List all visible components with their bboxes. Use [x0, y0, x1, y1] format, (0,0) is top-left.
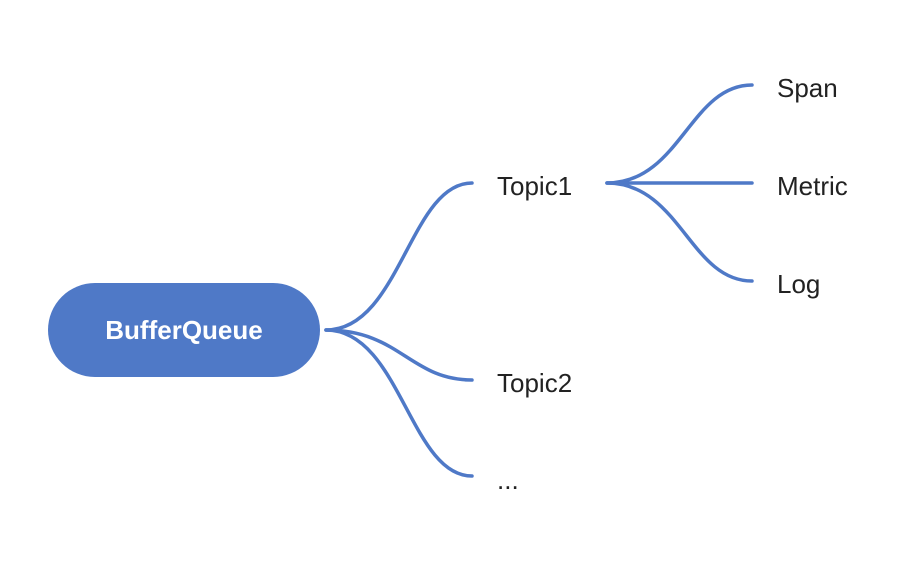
connector-topic1-log [605, 181, 754, 283]
metric-node: Metric [777, 171, 848, 201]
topic1-node: Topic1 [497, 171, 573, 201]
connector-root-topic1 [324, 181, 474, 332]
topic2-node: Topic2 [497, 368, 573, 398]
connector-root-topic2 [324, 328, 474, 382]
log-node: Log [777, 269, 821, 299]
more-topics-node: ... [497, 465, 519, 495]
root-node-label: BufferQueue [105, 314, 263, 345]
connector-topic1-span [605, 83, 754, 185]
connector-root-more [324, 328, 474, 478]
span-node: Span [777, 73, 838, 103]
root-node: BufferQueue [48, 283, 320, 377]
